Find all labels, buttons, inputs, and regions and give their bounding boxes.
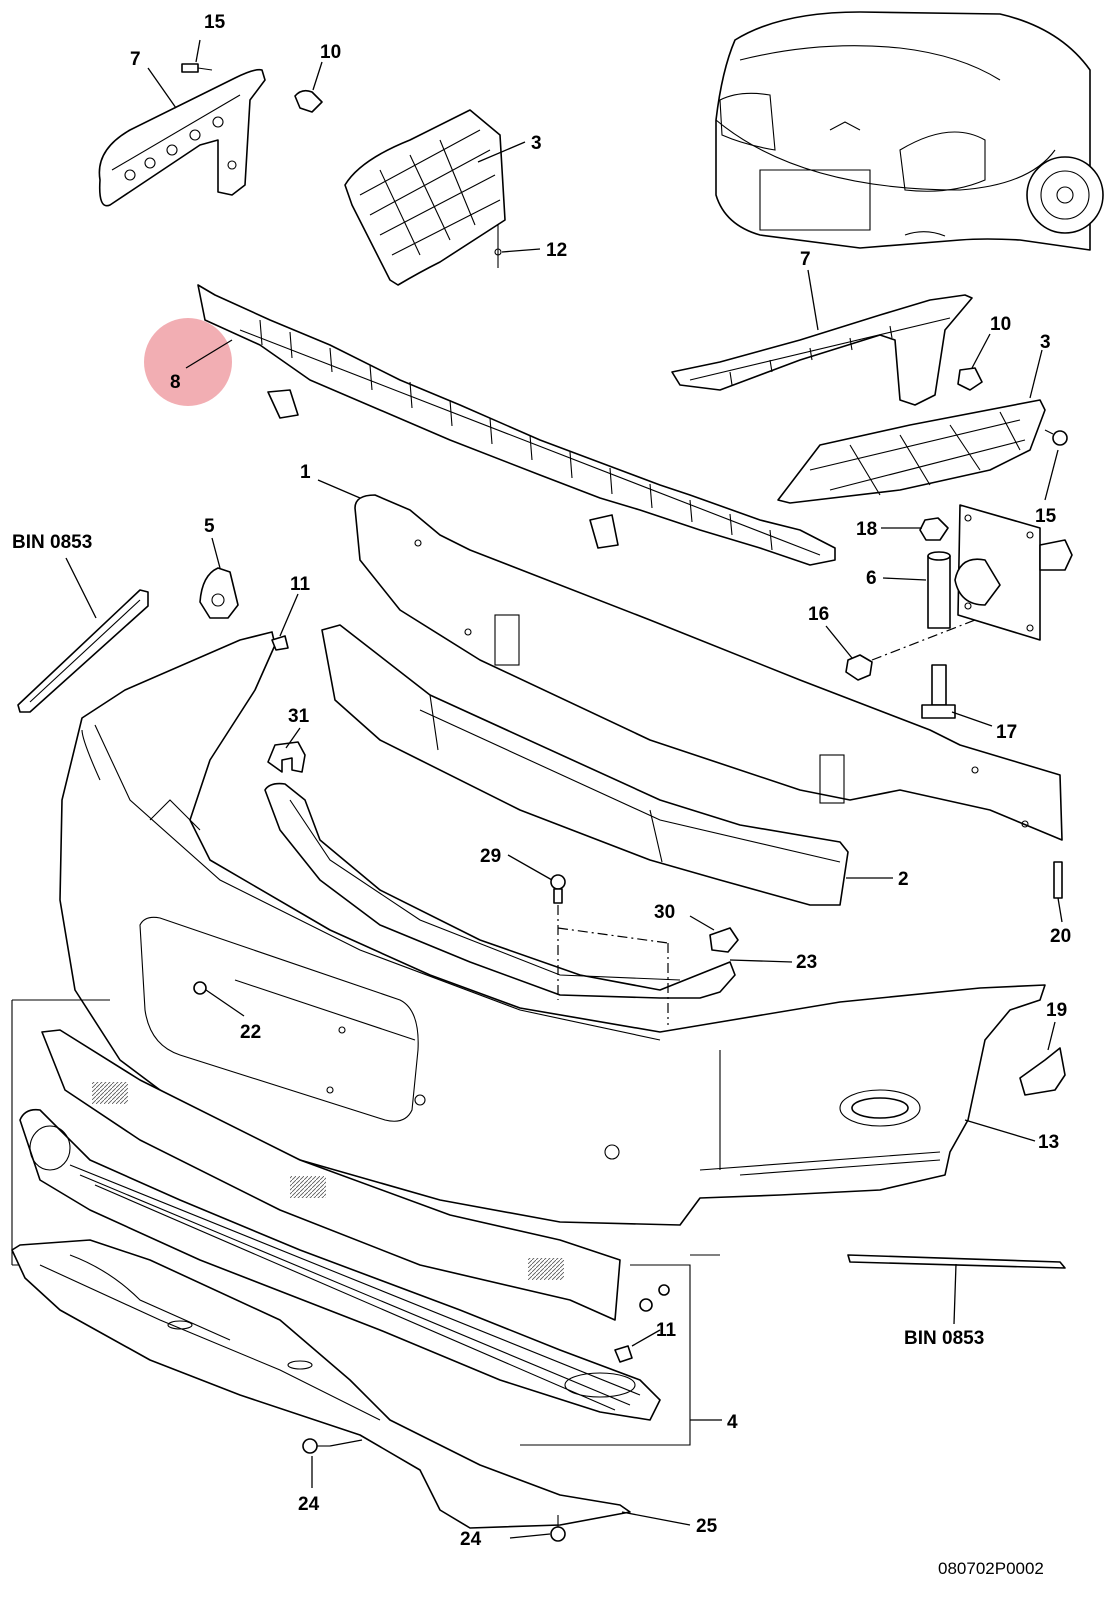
callout-19: 19 — [1046, 1000, 1067, 1021]
callout-bin-0853-right: BIN 0853 — [904, 1328, 984, 1349]
callout-bin-0853-left: BIN 0853 — [12, 532, 92, 553]
callout-labels: 15 7 10 3 12 7 10 3 8 1 18 6 15 5 11 16 … — [12, 12, 1071, 1578]
part-11-clip-b — [614, 1284, 670, 1363]
part-19-bracket — [1019, 1047, 1066, 1096]
callout-24-a: 24 — [298, 1494, 320, 1515]
part-30-clip — [709, 927, 739, 953]
part-2-foam-absorber — [321, 624, 849, 906]
callout-11-b: 11 — [656, 1320, 677, 1341]
callout-15-b: 15 — [1035, 506, 1057, 527]
callout-30: 30 — [654, 902, 675, 923]
part-11-clip-a — [271, 635, 289, 651]
callout-13: 13 — [1038, 1132, 1059, 1153]
callout-8: 8 — [170, 372, 181, 393]
part-29-screw — [550, 874, 566, 904]
callout-7-b: 7 — [800, 249, 811, 270]
figure-id: 080702P0002 — [938, 1559, 1044, 1578]
trim-strip-left — [17, 589, 149, 713]
part-4-grille — [19, 1108, 661, 1421]
part-4-lower-assembly-frame — [11, 999, 720, 1446]
callout-18: 18 — [856, 519, 877, 540]
part-3-air-duct-upper — [344, 109, 506, 286]
part-31-bracket — [267, 741, 306, 773]
callout-12: 12 — [546, 240, 567, 261]
callout-1: 1 — [300, 462, 311, 483]
callout-20: 20 — [1050, 926, 1071, 947]
part-20-pin — [1053, 861, 1063, 899]
highlight-marker — [144, 318, 232, 406]
trim-strip-right — [847, 1254, 1066, 1269]
part-22-screw — [193, 981, 207, 995]
part-1-energy-absorber — [354, 494, 1063, 841]
callout-10-b: 10 — [990, 314, 1011, 335]
part-8-impact-bar — [197, 284, 836, 566]
part-7-side-bracket-right — [671, 294, 973, 406]
part-4-lower-valance — [41, 1029, 621, 1321]
callout-16: 16 — [808, 604, 829, 625]
part-25-undertray — [11, 1239, 631, 1529]
part-3-air-duct-lower — [777, 399, 1046, 504]
part-17-bolt — [921, 664, 956, 719]
part-15-screw-a — [181, 63, 213, 73]
part-18-nut — [919, 517, 949, 541]
callout-3-b: 3 — [1040, 332, 1051, 353]
part-6-tow-mount — [927, 504, 1073, 641]
part-24-screw-a — [302, 1438, 330, 1454]
part-15-screw-b — [1044, 429, 1068, 446]
part-7-side-bracket-left — [98, 68, 266, 207]
part-5-tow-cover — [199, 567, 239, 619]
vehicle-rear-outline — [715, 11, 1104, 251]
callout-7-a: 7 — [130, 49, 141, 70]
callout-6: 6 — [866, 568, 877, 589]
part-24-screw-b — [550, 1515, 566, 1542]
leader-lines — [65, 39, 1063, 1539]
part-23-inner-support — [264, 782, 736, 999]
callout-31: 31 — [288, 706, 310, 727]
part-12-pin — [494, 225, 502, 268]
callout-11-a: 11 — [290, 574, 311, 595]
callout-3-a: 3 — [531, 133, 542, 154]
callout-23: 23 — [796, 952, 817, 973]
callout-5: 5 — [204, 516, 215, 537]
callout-15-a: 15 — [204, 12, 226, 33]
part-16-nut — [845, 654, 873, 681]
part-10-clip-a — [294, 89, 323, 113]
assembly-line-29 — [557, 905, 669, 1025]
callout-29: 29 — [480, 846, 501, 867]
callout-2: 2 — [898, 869, 909, 890]
callout-24-b: 24 — [460, 1529, 482, 1550]
callout-22: 22 — [240, 1022, 261, 1043]
assembly-line-16 — [871, 619, 976, 661]
callout-4: 4 — [727, 1412, 738, 1433]
callout-25: 25 — [696, 1516, 718, 1537]
callout-10-a: 10 — [320, 42, 341, 63]
callout-17: 17 — [996, 722, 1017, 743]
part-10-clip-b — [957, 367, 983, 391]
